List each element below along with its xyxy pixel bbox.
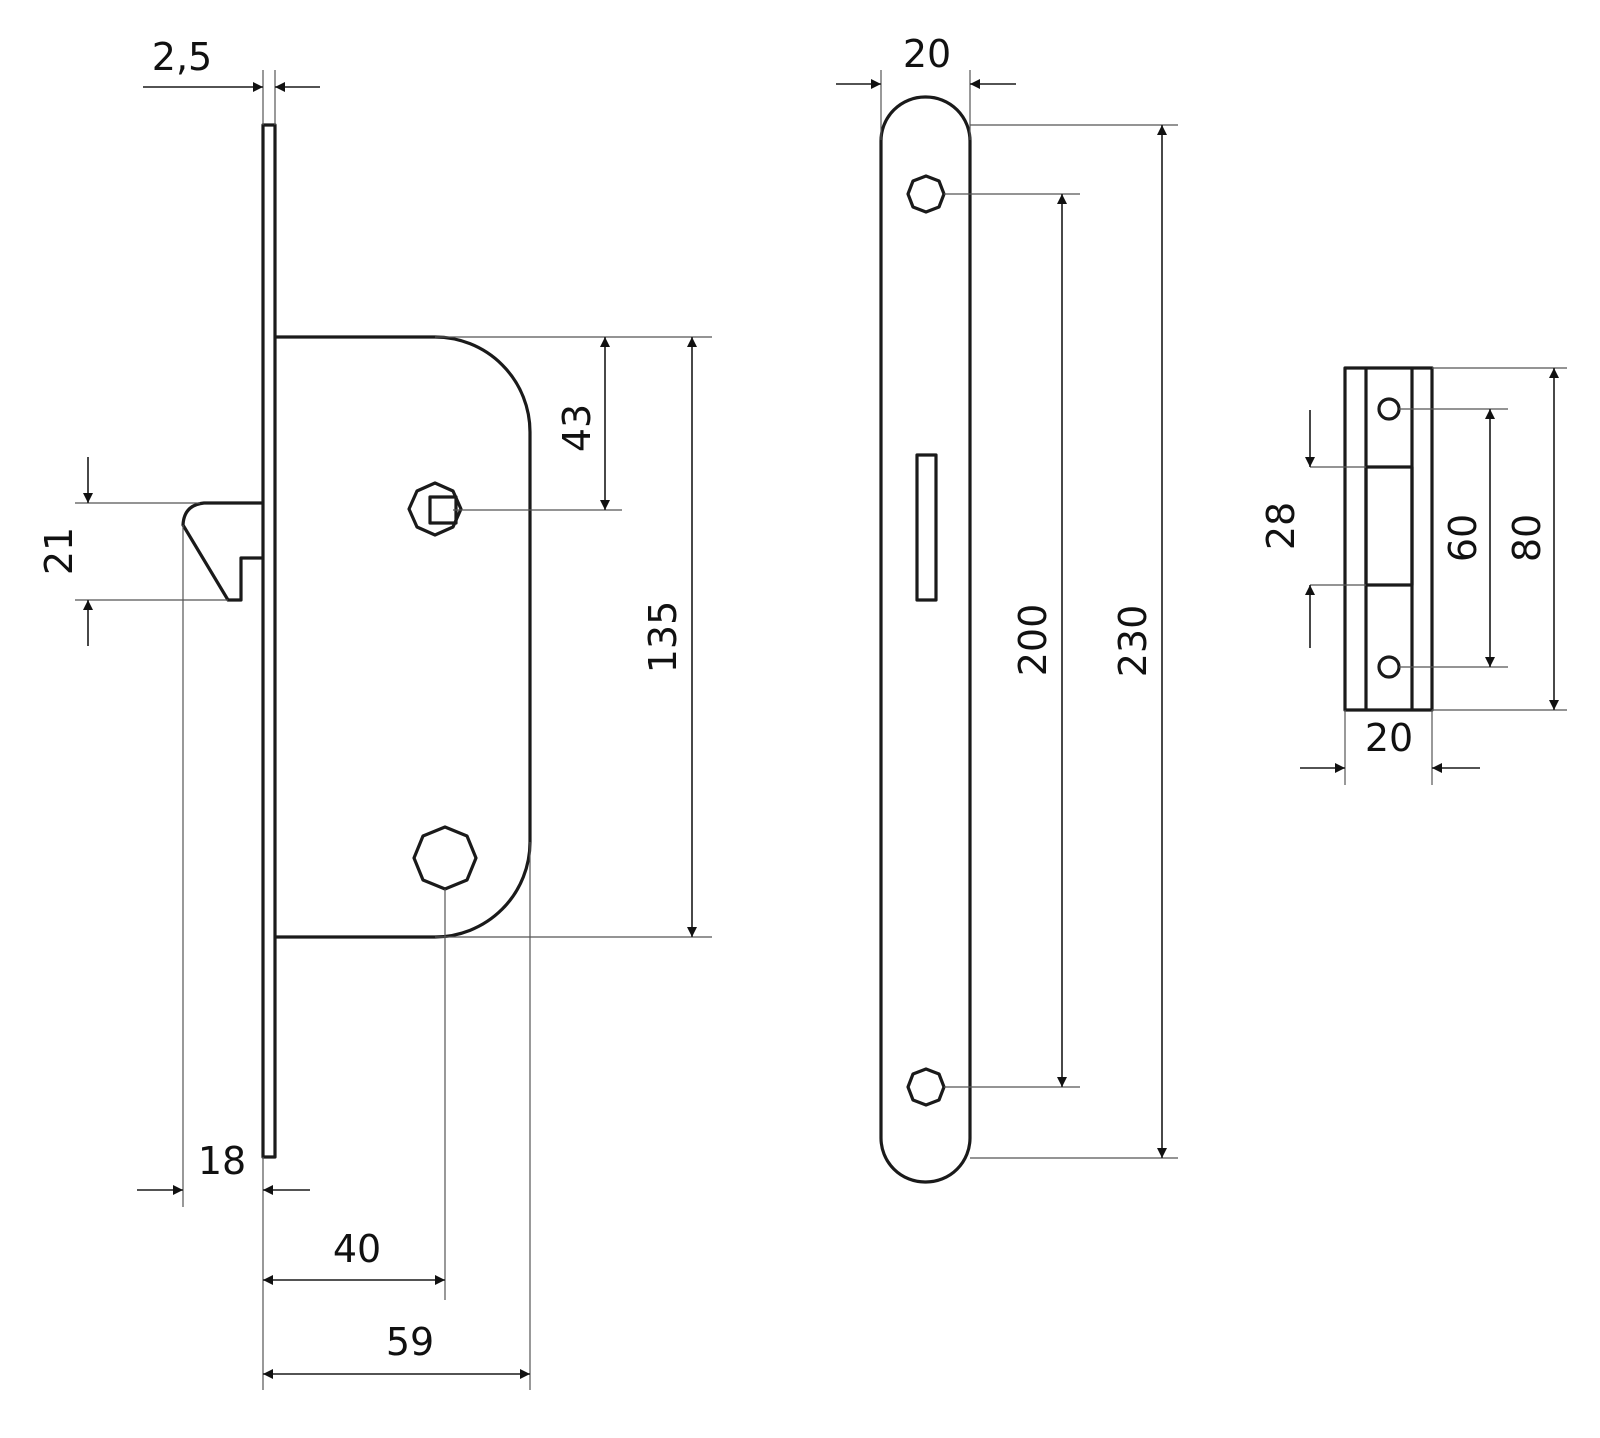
fixing-hole xyxy=(412,825,478,891)
spindle-square xyxy=(428,495,458,525)
dim-latch-height: 21 xyxy=(37,527,81,575)
strike-screw-hole-bottom xyxy=(1377,655,1401,679)
latch-bolt xyxy=(181,501,263,602)
dim-strike-height: 80 xyxy=(1505,514,1549,562)
dim-faceplate-width: 20 xyxy=(903,32,951,76)
dim-spindle-to-top: 43 xyxy=(555,404,599,452)
strike-plate-outer xyxy=(1343,366,1434,712)
dim-strike-screw-spacing: 60 xyxy=(1441,514,1485,562)
faceplate-view: 20 200 230 xyxy=(836,32,1178,1184)
dim-faceplate-thickness: 2,5 xyxy=(152,35,212,79)
dim-case-depth: 59 xyxy=(386,1320,434,1364)
strike-opening xyxy=(1364,465,1414,587)
dim-strike-width: 20 xyxy=(1365,716,1413,760)
latch-slot xyxy=(915,453,938,602)
faceplate-screw-hole-top xyxy=(906,174,946,214)
lock-case xyxy=(275,335,532,939)
dim-faceplate-screw-spacing: 200 xyxy=(1011,604,1055,677)
dim-latch-projection: 18 xyxy=(198,1139,246,1183)
dim-faceplate-length: 230 xyxy=(1111,605,1155,678)
strike-screw-hole-top xyxy=(1377,397,1401,421)
dim-backset: 40 xyxy=(333,1227,381,1271)
dim-case-height: 135 xyxy=(641,601,685,674)
spindle-follower xyxy=(407,481,463,537)
dim-strike-opening-height: 28 xyxy=(1259,502,1303,550)
faceplate-edge xyxy=(261,123,277,1159)
faceplate-screw-hole-bottom xyxy=(906,1067,946,1107)
strike-plate-view: 28 60 80 20 xyxy=(1259,366,1567,785)
faceplate xyxy=(879,95,972,1184)
lock-body-view: 2,5 21 43 135 18 40 59 xyxy=(37,35,712,1390)
